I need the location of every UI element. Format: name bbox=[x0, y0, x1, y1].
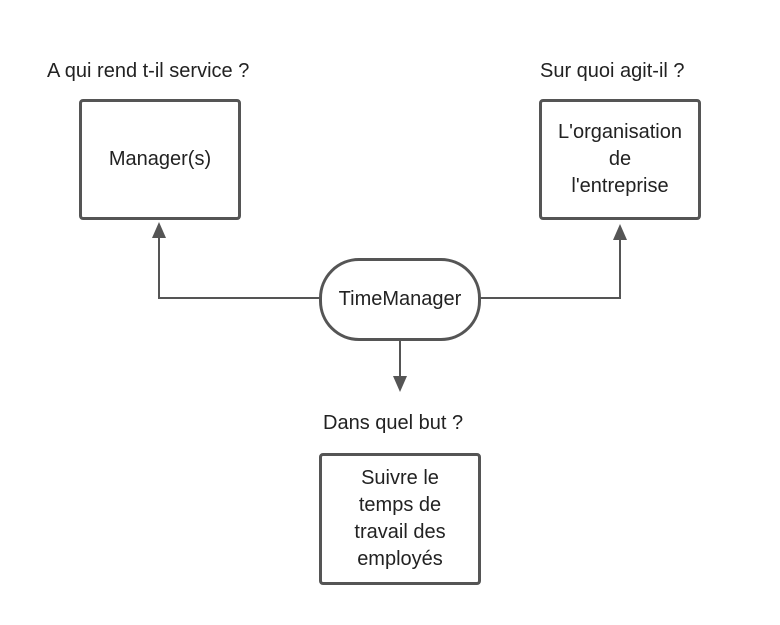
question-why: Dans quel but ? bbox=[323, 412, 464, 434]
arrowhead-managers-icon bbox=[152, 222, 166, 238]
edge-center-to-managers bbox=[158, 236, 320, 299]
node-managers: Manager(s) bbox=[79, 99, 241, 220]
question-who: A qui rend t-il service ? bbox=[47, 60, 250, 82]
question-what: Sur quoi agit-il ? bbox=[540, 60, 685, 82]
arrowhead-goal-icon bbox=[393, 376, 407, 392]
arrowhead-organisation-icon bbox=[613, 224, 627, 240]
node-goal-label: Suivre le temps de travail des employés bbox=[354, 467, 446, 570]
node-timemanager-label: TimeManager bbox=[338, 288, 462, 310]
node-organisation: L'organisation de l'entreprise bbox=[539, 99, 701, 220]
node-organisation-label: L'organisation de l'entreprise bbox=[558, 121, 682, 197]
node-timemanager: TimeManager bbox=[319, 258, 481, 341]
node-managers-label: Manager(s) bbox=[108, 148, 212, 170]
edge-center-to-organisation bbox=[480, 238, 621, 299]
node-goal: Suivre le temps de travail des employés bbox=[319, 453, 481, 585]
